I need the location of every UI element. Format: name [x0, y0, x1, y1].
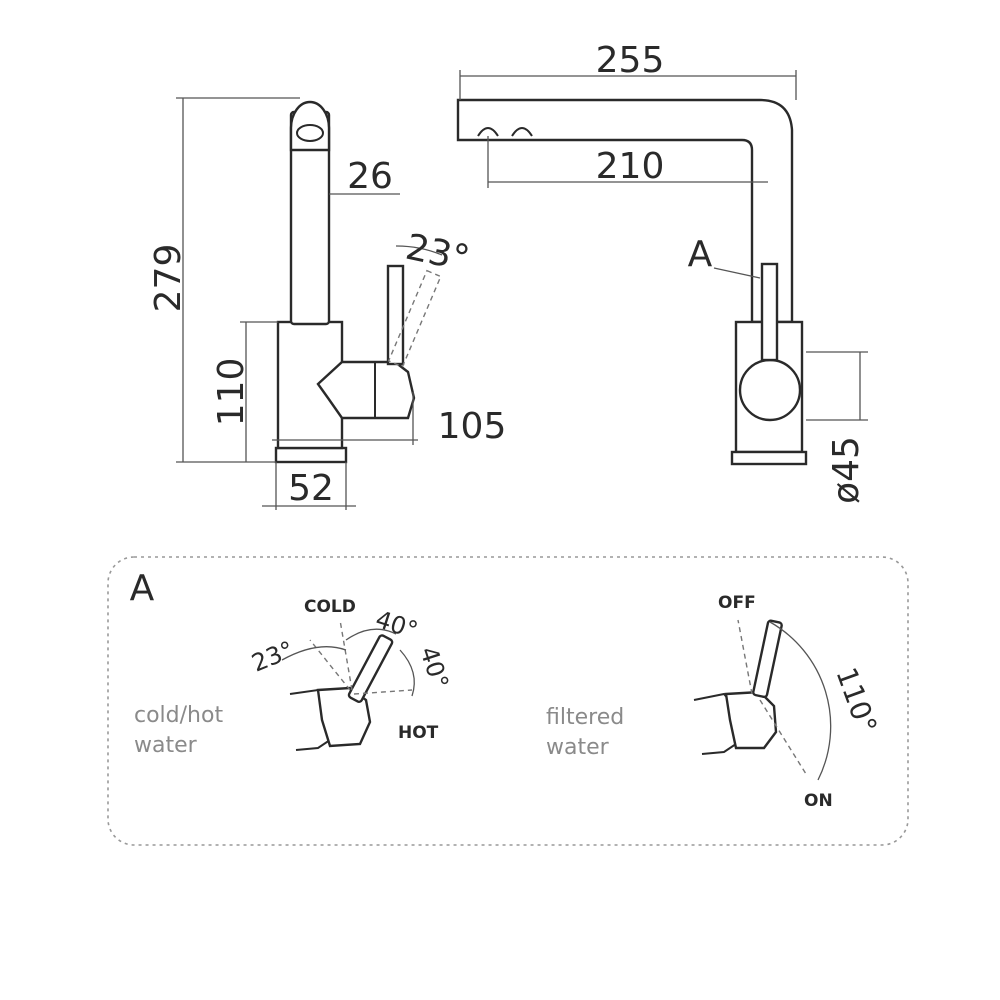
cold-hot-lever: [347, 634, 394, 703]
label-hot: HOT: [398, 723, 439, 743]
dim-lever-reach: 105: [438, 406, 507, 447]
dim-spout-reach: 255: [596, 40, 665, 81]
detail-a-marker: A: [688, 234, 713, 275]
dim-base-height: 110: [211, 358, 252, 427]
dim-base-diameter: ø45: [826, 436, 867, 504]
detail-panel: A cold/hot water COLD HOT 23° 40° 40° fi…: [107, 556, 909, 846]
angle-hot: 40°: [414, 643, 454, 692]
l-spout: [456, 98, 794, 324]
base-plate: [274, 446, 348, 464]
angle-tilt: 23°: [248, 636, 298, 678]
filtered-cartridge: [724, 690, 778, 750]
spout-aerator: [296, 124, 324, 142]
cartridge-housing: [316, 360, 416, 420]
angle-swing: 110°: [829, 663, 883, 738]
dim-base-width: 52: [288, 468, 334, 509]
detail-filtered: filtered water OFF ON 110°: [546, 593, 884, 811]
dim-overall-height: 279: [148, 244, 189, 313]
caption-cold-hot-line1: cold/hot: [134, 703, 223, 728]
filter-outlet-2: [511, 127, 533, 137]
label-on: ON: [804, 791, 833, 811]
label-cold: COLD: [304, 597, 356, 617]
handle-knob: [738, 358, 802, 422]
detail-title: A: [130, 568, 155, 609]
caption-filtered-line1: filtered: [546, 705, 624, 730]
front-dimension-lines: [459, 70, 868, 421]
label-off: OFF: [718, 593, 756, 613]
dim-filter-reach: 210: [596, 146, 665, 187]
filter-outlet-1: [477, 127, 499, 137]
caption-filtered-line2: water: [546, 735, 610, 760]
dim-lever-angle: 23°: [402, 227, 473, 280]
filtered-lever: [752, 619, 783, 699]
dim-spout-diameter: 26: [347, 156, 393, 197]
caption-cold-hot-line2: water: [134, 733, 198, 758]
front-base: [730, 450, 808, 466]
filter-lever: [760, 262, 779, 362]
lever-tilted-ghost: [387, 269, 442, 368]
side-view: 279 110 26 23° 105 52: [148, 97, 507, 510]
detail-frame: [107, 556, 909, 846]
lever-handle: [386, 264, 405, 366]
dimension-lines: [176, 97, 418, 510]
detail-cold-hot: cold/hot water COLD HOT 23° 40° 40°: [134, 597, 454, 758]
front-view: 255 210 A ø45: [456, 40, 868, 504]
